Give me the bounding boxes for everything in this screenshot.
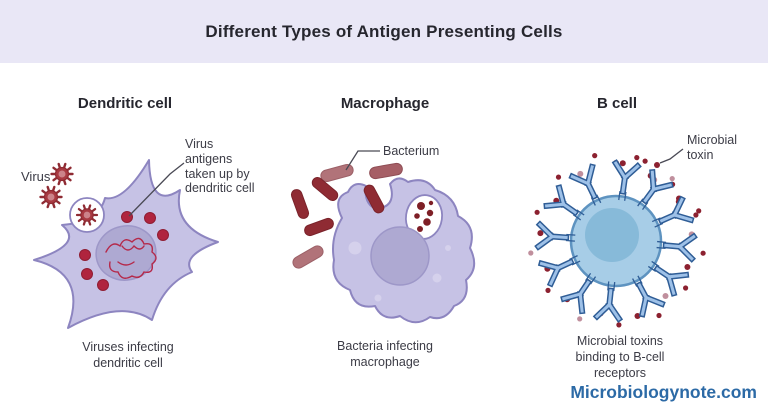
toxin-dot — [577, 170, 584, 177]
toxin-dot — [597, 310, 604, 317]
macrophage-illustration — [290, 150, 476, 324]
toxin-dots — [528, 153, 706, 328]
toxin-dot — [676, 195, 682, 202]
toxin-dot — [613, 160, 619, 166]
bacterium-rod — [369, 162, 403, 180]
dendritic-cell-title: Dendritic cell — [77, 95, 173, 112]
page-title: Different Types of Antigen Presenting Ce… — [205, 21, 563, 41]
toxin-dot — [647, 172, 654, 179]
antibody-receptor-icon — [626, 272, 662, 314]
antibody-receptor-icon — [597, 281, 623, 319]
toxin-dot — [696, 208, 702, 214]
bacterium-rod — [311, 176, 339, 202]
dendritic-caption: Viruses infecting dendritic cell — [82, 340, 174, 370]
toxin-dot — [662, 293, 669, 299]
antibody-receptor-icon — [564, 269, 602, 311]
bcell-body — [569, 194, 663, 288]
toxin-dot — [577, 316, 583, 322]
toxin-dot — [564, 296, 571, 303]
bacterium-rod — [290, 189, 310, 219]
brand-watermark: Microbiologynote.com — [570, 382, 757, 402]
toxin-dot — [669, 176, 675, 182]
bacterium-rod — [292, 245, 324, 269]
header-band: Different Types of Antigen Presenting Ce… — [0, 0, 768, 63]
toxin-dot — [619, 160, 626, 167]
antigen-dot — [79, 249, 91, 261]
antigen-leader-line — [128, 162, 185, 217]
antibody-receptor-icon — [644, 255, 686, 293]
toxin-dot — [651, 176, 658, 183]
toxin-dot — [534, 209, 540, 215]
toxin-dot — [616, 322, 622, 328]
antibody-receptor-icon — [631, 172, 670, 214]
toxin-dot — [656, 312, 662, 319]
engulfed-bacterium-rod — [363, 184, 385, 214]
microbial-toxin-label: Microbial toxin — [687, 133, 738, 162]
bacterium-leader-line — [345, 150, 380, 171]
toxin-dot — [553, 197, 560, 204]
toxin-dot — [544, 265, 551, 272]
toxin-dot — [693, 212, 699, 218]
toxin-dot — [592, 153, 598, 159]
antibody-receptor-icon — [649, 200, 691, 235]
toxin-dot — [684, 264, 691, 270]
toxin-dot — [555, 174, 562, 180]
antibody-receptor-icon — [611, 163, 638, 202]
toxin-leader-line — [659, 148, 684, 164]
antibody-receptor-icon — [538, 225, 575, 249]
antigen-dot — [157, 229, 169, 241]
macrophage-title: Macrophage — [340, 95, 430, 112]
antigen-dot — [97, 279, 109, 291]
toxin-dot — [688, 231, 695, 238]
engulfed-virus-icon — [75, 204, 99, 226]
toxin-dot — [528, 250, 534, 256]
antibody-receptor-icon — [542, 248, 584, 283]
dendritic-nucleus — [95, 225, 157, 281]
virus-icon — [50, 162, 74, 186]
phagosome-vesicle — [69, 197, 105, 233]
toxin-dot — [683, 285, 689, 291]
antigen-dot — [81, 268, 93, 280]
toxin-dot — [634, 313, 641, 319]
toxin-dot — [642, 158, 648, 164]
antigen-dot — [144, 212, 156, 224]
digested-bacteria-fragments — [414, 200, 434, 232]
toxin-dot — [670, 181, 676, 187]
cytoplasm-bubbles — [348, 241, 451, 302]
bcell-nucleus — [585, 208, 639, 262]
bcell-caption: Microbial toxins binding to B-cell recep… — [575, 334, 665, 380]
macrophage-caption: Bacteria infecting macrophage — [337, 339, 433, 369]
antibody-receptor-icon — [656, 234, 694, 259]
antigen-dot — [121, 211, 133, 223]
bacterium-rod — [304, 217, 334, 237]
virus-icon — [39, 185, 63, 209]
viral-rna-squiggle — [105, 237, 157, 279]
toxin-dot — [634, 155, 640, 161]
antibody-receptor-icon — [572, 167, 608, 209]
virus-label: Virus — [21, 169, 51, 184]
macrophage-nucleus — [370, 226, 430, 286]
toxin-dot — [654, 162, 660, 168]
antibody-receptor-icon — [547, 188, 589, 227]
phagolysosome-vesicle — [405, 194, 443, 240]
toxin-dot — [537, 230, 544, 237]
virus-antigens-label: Virus antigens taken up by dendritic cel… — [185, 137, 255, 196]
toxin-dot — [700, 250, 706, 256]
bcell-title: B cell — [596, 95, 638, 112]
toxin-dot — [545, 287, 551, 293]
toxin-dot — [675, 198, 682, 205]
bacterium-rod — [320, 163, 354, 183]
macrophage-cell-body — [332, 177, 476, 324]
antigen-dots — [79, 211, 169, 291]
bacterium-label: Bacterium — [383, 144, 440, 158]
bcell-receptors — [538, 163, 693, 319]
